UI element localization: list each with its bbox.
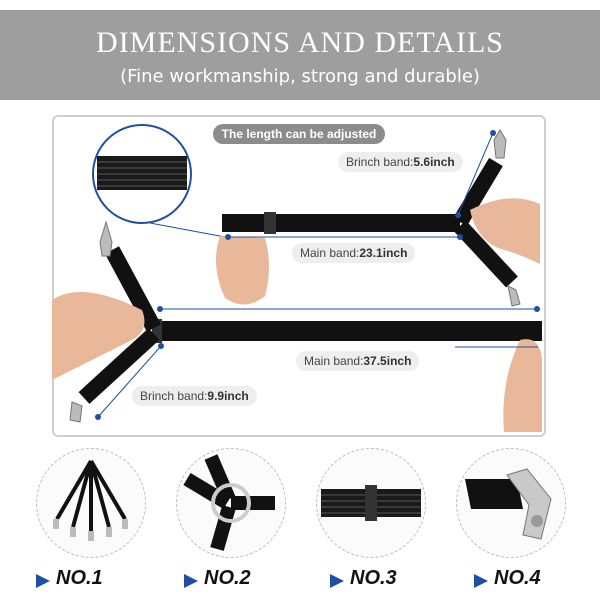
arrow-right-icon bbox=[474, 574, 488, 588]
variant-label-4: NO.4 bbox=[494, 567, 541, 589]
variant-thumb-4[interactable] bbox=[456, 448, 566, 558]
variant-label-2: NO.2 bbox=[204, 567, 251, 589]
variant-thumb-3[interactable] bbox=[316, 448, 426, 558]
main-band-long-label: Main band:37.5inch bbox=[296, 351, 420, 371]
elastic-buckle-icon bbox=[321, 485, 421, 521]
variant-label-3: NO.3 bbox=[350, 567, 397, 589]
brinch-band-short-label: Brinch band:5.6inch bbox=[338, 152, 463, 172]
arrow-right-icon bbox=[36, 574, 50, 588]
banner-title: DIMENSIONS AND DETAILS bbox=[96, 26, 504, 59]
variant-label-1: NO.1 bbox=[56, 567, 103, 589]
product-diagram-panel bbox=[52, 115, 546, 437]
adjustable-note: The length can be adjusted bbox=[213, 124, 385, 144]
banner-subtitle: (Fine workmanship, strong and durable) bbox=[120, 66, 480, 87]
metal-clip-icon bbox=[465, 468, 552, 540]
variant-thumb-2[interactable] bbox=[176, 448, 286, 558]
main-band-short-label: Main band:23.1inch bbox=[292, 243, 416, 263]
arrow-right-icon bbox=[184, 574, 198, 588]
strap-set-icon bbox=[53, 459, 128, 541]
arrow-right-icon bbox=[330, 574, 344, 588]
header-banner: DIMENSIONS AND DETAILS (Fine workmanship… bbox=[0, 10, 600, 100]
ring-connector-icon bbox=[183, 454, 275, 551]
brinch-band-long-label: Brinch band:9.9inch bbox=[132, 386, 257, 406]
variant-thumb-1[interactable] bbox=[36, 448, 146, 558]
